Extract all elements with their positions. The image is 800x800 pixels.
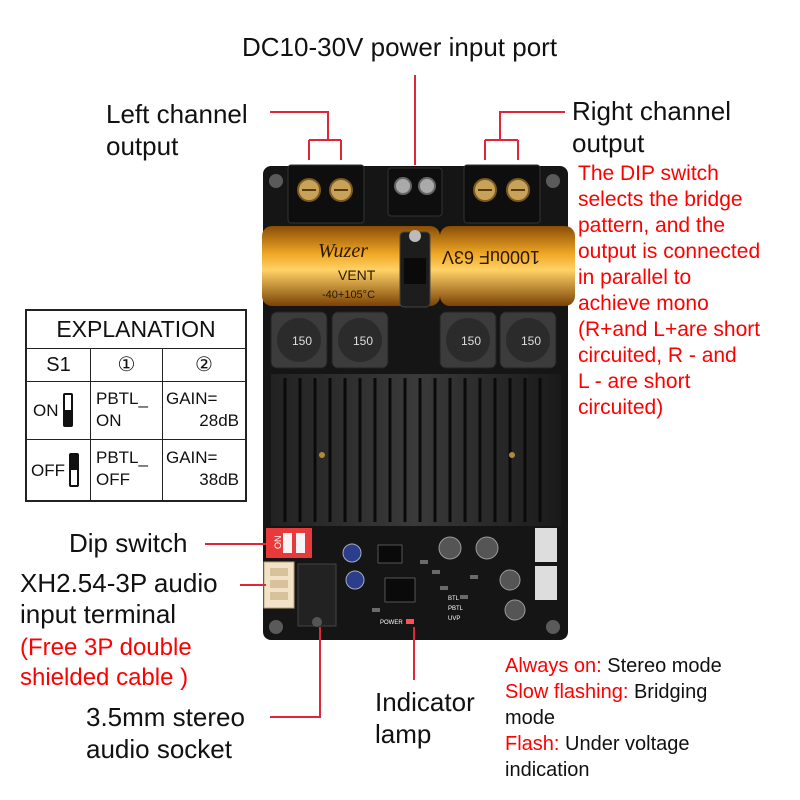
dip-note-line: output is connected xyxy=(578,240,761,263)
right-output-label-line1: Right channel xyxy=(572,96,731,126)
svg-text:1000uF 63V: 1000uF 63V xyxy=(442,247,540,267)
power-terminal-block xyxy=(387,167,443,217)
header-s1: S1 xyxy=(27,349,91,381)
capacitor-brand-text: Wuzer xyxy=(318,240,368,262)
power-mark: POWER xyxy=(380,620,403,626)
left-capacitor: Wuzer VENT -40+105°C xyxy=(262,226,440,306)
legend-line: Slow flashing: Bridging xyxy=(505,679,707,705)
left-terminal-block xyxy=(287,164,365,224)
right-output-label-line2: output xyxy=(572,128,645,158)
col2-line2: 38dB xyxy=(199,470,239,489)
svg-text:150: 150 xyxy=(353,334,373,348)
svg-text:VENT: VENT xyxy=(338,267,376,283)
state-cell: ON xyxy=(27,382,91,439)
ics xyxy=(377,528,557,603)
legend-key: Flash: xyxy=(505,733,560,755)
svg-text:-40+105°C: -40+105°C xyxy=(322,289,375,301)
legend-value: Bridging xyxy=(628,681,708,703)
svg-text:150: 150 xyxy=(461,334,481,348)
dip-note-line: circuited) xyxy=(578,396,664,419)
left-output-label-line2: output xyxy=(106,131,179,161)
heatsink xyxy=(271,374,561,526)
socket-label-line1: 3.5mm stereo xyxy=(86,702,245,732)
indicator-label-line1: Indicator xyxy=(375,687,475,717)
state-label: OFF xyxy=(31,461,65,480)
inductors: 150 150 150 150 xyxy=(270,311,557,369)
dip-note-line: (R+and L+are short xyxy=(578,318,761,341)
col1-line2: OFF xyxy=(96,470,130,489)
svg-text:ON: ON xyxy=(273,536,283,550)
btl-mark: BTL xyxy=(448,596,460,602)
pointer-lines xyxy=(205,75,565,718)
indicator-label-line2: lamp xyxy=(375,719,432,749)
dip-note-line: selects the bridge xyxy=(578,188,743,211)
audio-input-label-line2: input terminal xyxy=(20,599,177,629)
legend-line: mode xyxy=(505,705,555,731)
col1-line1: PBTL_ xyxy=(96,448,148,467)
dip-switch-label: Dip switch xyxy=(69,528,188,558)
small-capacitors xyxy=(342,536,526,621)
legend-value: indication xyxy=(505,759,590,781)
right-capacitor: 1000uF 63V xyxy=(440,226,575,306)
svg-text:150: 150 xyxy=(521,334,541,348)
col2-line1: GAIN= xyxy=(166,389,218,408)
power-port-label: DC10-30V power input port xyxy=(242,32,558,62)
header-col2: ② xyxy=(195,354,213,376)
dip-note-line: in parallel to xyxy=(578,266,692,289)
explanation-header-row: S1 ① ② xyxy=(27,349,245,382)
col1-line2: ON xyxy=(96,411,122,430)
legend-line: indication xyxy=(505,757,590,783)
col2-cell: GAIN= 28dB xyxy=(163,382,245,439)
explanation-title-row: EXPLANATION xyxy=(27,311,245,349)
dip-note-line: The DIP switch xyxy=(578,162,719,185)
mount-hole-tl xyxy=(269,174,283,188)
explanation-table: EXPLANATION S1 ① ② ON PBTL_ ON GAIN= 28d… xyxy=(25,309,247,502)
legend-value: Under voltage xyxy=(559,733,690,755)
status-labels: BTL PBTL UVP POWER xyxy=(380,596,464,626)
mount-hole-br xyxy=(546,620,560,634)
legend-value: mode xyxy=(505,707,556,729)
col2-line1: GAIN= xyxy=(166,448,218,467)
legend-value: Stereo mode xyxy=(601,655,722,677)
switch-off-icon xyxy=(69,453,79,487)
audio-jack xyxy=(297,563,337,627)
dip-note-line: L - are short xyxy=(578,370,691,393)
state-cell: OFF xyxy=(27,440,91,500)
left-output-label-line1: Left channel xyxy=(106,99,248,129)
uvp-mark: UVP xyxy=(448,616,460,622)
col2-line2: 28dB xyxy=(199,411,239,430)
header-col1: ① xyxy=(91,349,163,381)
switch-on-icon xyxy=(63,393,73,427)
dip-note-line: pattern, and the xyxy=(578,214,726,237)
pbtl-mark: PBTL xyxy=(448,606,464,612)
col1-cell: PBTL_ OFF xyxy=(91,440,163,500)
smd-parts xyxy=(372,560,478,612)
socket-label-line2: audio socket xyxy=(86,734,232,764)
dip-switch-component: ON xyxy=(266,528,312,558)
explanation-row-off: OFF PBTL_ OFF GAIN= 38dB xyxy=(27,440,245,500)
dip-note-line: circuited, R - and xyxy=(578,344,737,367)
mount-hole-bl xyxy=(269,620,283,634)
explanation-row-on: ON PBTL_ ON GAIN= 28dB xyxy=(27,382,245,440)
diode xyxy=(399,230,431,308)
audio-input-label-line1: XH2.54-3P audio xyxy=(20,568,218,598)
col1-cell: PBTL_ ON xyxy=(91,382,163,439)
legend-line: Flash: Under voltage xyxy=(505,731,690,757)
svg-text:150: 150 xyxy=(292,334,312,348)
dip-note-line: achieve mono xyxy=(578,292,709,315)
right-terminal-block xyxy=(463,164,541,224)
cable-note-line2: shielded cable ) xyxy=(20,664,189,691)
mount-hole-tr xyxy=(546,174,560,188)
cable-note-line1: (Free 3P double xyxy=(20,634,192,661)
col1-line1: PBTL_ xyxy=(96,389,148,408)
indicator-led xyxy=(406,619,414,624)
xh-connector xyxy=(263,561,295,609)
legend-key: Slow flashing: xyxy=(505,681,629,703)
col2-cell: GAIN= 38dB xyxy=(163,440,245,500)
legend-line: Always on: Stereo mode xyxy=(505,653,722,679)
explanation-title: EXPLANATION xyxy=(56,316,216,342)
state-label: ON xyxy=(33,401,59,420)
legend-key: Always on: xyxy=(505,655,602,677)
